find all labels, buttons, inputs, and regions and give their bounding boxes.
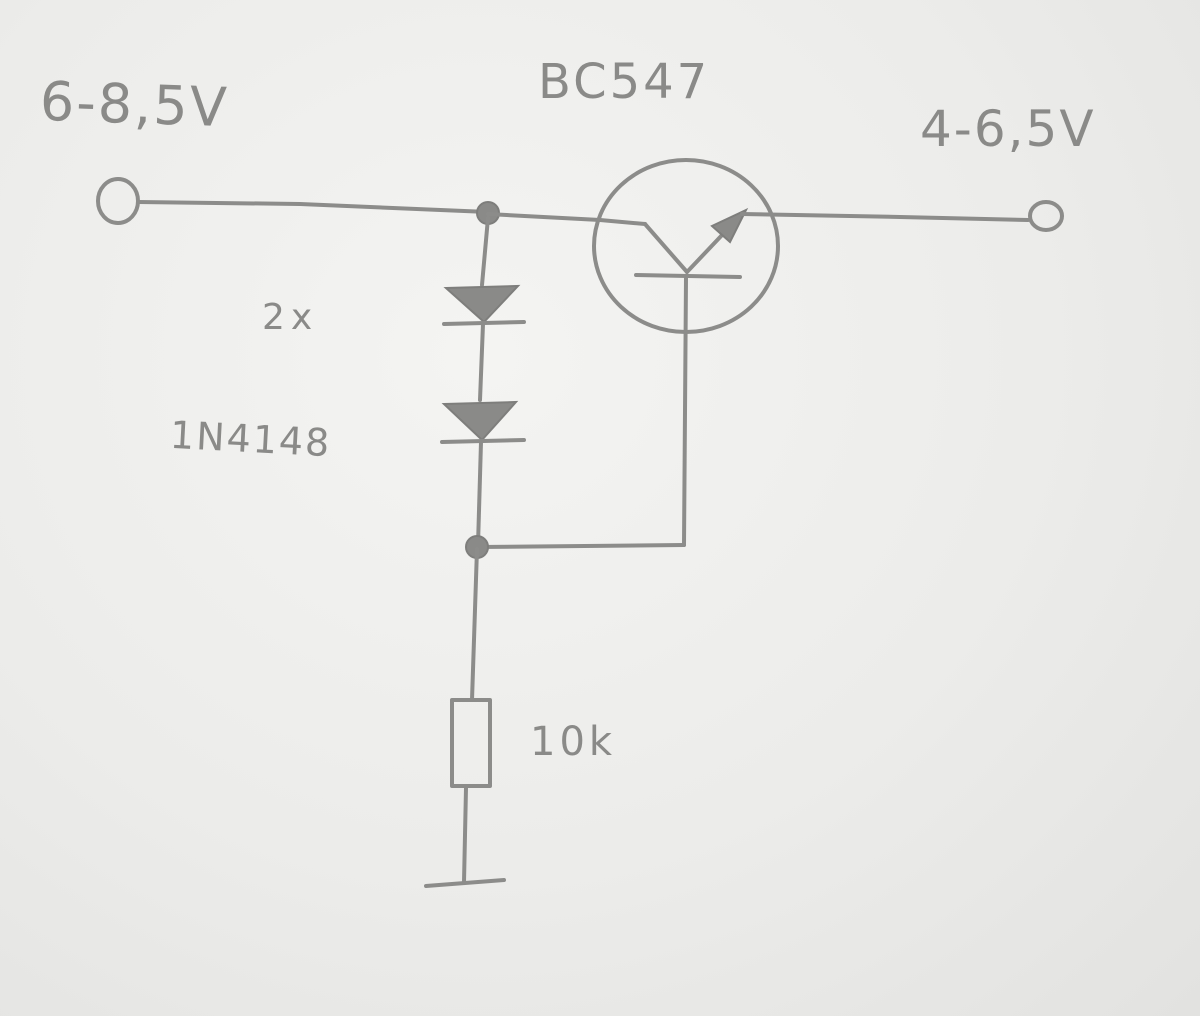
diode-2-icon bbox=[441, 400, 519, 442]
transistor-collector-lead bbox=[643, 222, 689, 274]
transistor-label: BC547 bbox=[538, 54, 711, 110]
transistor-base-bar bbox=[634, 273, 742, 279]
diode-type-label: 1N4148 bbox=[168, 412, 333, 466]
diode-bottom-wire bbox=[476, 440, 483, 547]
diode-link-wire bbox=[478, 322, 485, 402]
collector-wire bbox=[486, 212, 647, 226]
diode-2-cathode-bar bbox=[440, 438, 526, 444]
resistor-top-wire bbox=[470, 547, 479, 702]
emitter-arrow-icon bbox=[710, 207, 749, 244]
output-terminal bbox=[1028, 200, 1064, 232]
input-terminal bbox=[96, 177, 140, 225]
input-voltage-label: 6-8,5V bbox=[38, 69, 230, 140]
bias-link-wire bbox=[476, 543, 686, 549]
output-rail-wire bbox=[740, 212, 1030, 222]
resistor-value-label: 10k bbox=[530, 719, 617, 765]
diode-1-icon bbox=[443, 284, 521, 324]
input-rail-wire bbox=[136, 200, 490, 214]
diode-top-wire bbox=[480, 216, 490, 287]
resistor-body bbox=[450, 698, 492, 788]
ground-bar bbox=[424, 878, 506, 888]
output-voltage-label: 4-6,5V bbox=[920, 100, 1096, 158]
ground-wire bbox=[462, 786, 468, 884]
base-lead-wire bbox=[682, 276, 688, 547]
diode-count-label: 2x bbox=[262, 297, 319, 338]
